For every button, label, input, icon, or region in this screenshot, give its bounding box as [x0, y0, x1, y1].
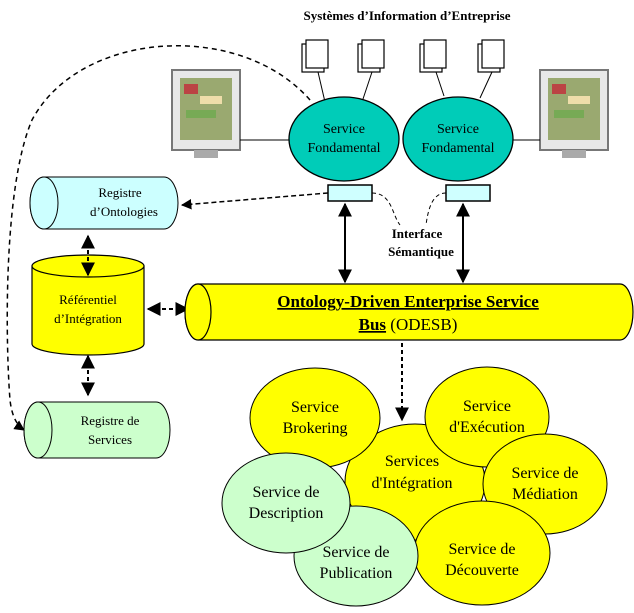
service-registry: Registre de Services: [23, 401, 171, 459]
ontology-registry: Registre d’Ontologies: [29, 176, 179, 230]
services-integration-label: d'Intégration: [371, 475, 452, 492]
fundamental-service-label: Fondamental: [307, 141, 380, 156]
service-cluster: Service Brokering Service d'Exécution Se…: [221, 366, 608, 607]
semantic-interface-connector: [445, 184, 491, 202]
fundamental-service-registry-link: [6, 45, 311, 431]
service-mediation-label: Médiation: [512, 486, 578, 503]
integration-repository: Référentiel d’Intégration: [31, 254, 145, 356]
service-description-label: Description: [249, 505, 324, 522]
server-icon: [419, 39, 447, 73]
semantic-interface-label: Sémantique: [388, 244, 454, 259]
odesb-bus-word: Bus: [359, 315, 387, 334]
fundamental-service-1: Service Fondamental: [240, 96, 400, 182]
service-discovery-label: Service de: [448, 541, 515, 558]
server-connectors: [317, 71, 493, 103]
services-integration: Services d'Intégration: [371, 453, 452, 492]
odesb-acronym: (ODESB): [386, 315, 457, 334]
service-publication-label: Service de: [322, 544, 389, 561]
service-discovery: Service de Découverte: [413, 500, 551, 606]
service-execution-label: d'Exécution: [449, 419, 525, 436]
fundamental-service-2: Service Fondamental: [402, 96, 540, 182]
service-publication-label: Publication: [320, 565, 393, 582]
semantic-interface-dashed-link: [425, 192, 447, 226]
service-brokering: Service Brokering: [249, 367, 381, 469]
semantic-interface-connector: [327, 184, 373, 202]
semantic-interface-label: Interface: [392, 226, 443, 241]
odesb-subtitle: Bus (ODESB): [359, 315, 458, 334]
server-icon: [357, 39, 385, 73]
service-registry-label: Services: [88, 432, 132, 447]
service-discovery-label: Découverte: [445, 562, 519, 579]
semantic-interface-dashed-link: [371, 192, 401, 226]
title: Systèmes d’Information d’Entreprise: [303, 8, 510, 23]
monitor-icon: [171, 69, 241, 158]
service-description: Service de Description: [221, 452, 351, 554]
odesb-bus: Ontology-Driven Enterprise Service Bus (…: [184, 283, 634, 341]
integration-repository-label: d’Intégration: [54, 311, 122, 326]
ontology-registry-label: d’Ontologies: [90, 204, 158, 219]
monitor-icon: [539, 69, 609, 158]
fundamental-service-label: Fondamental: [421, 141, 494, 156]
service-description-label: Service de: [252, 484, 319, 501]
server-icon: [301, 39, 329, 73]
services-integration-label: Services: [385, 453, 439, 470]
service-registry-label: Registre de: [81, 413, 140, 428]
server-icon: [477, 39, 505, 73]
ontology-registry-label: Registre: [98, 185, 142, 200]
ontology-link-arrow: [180, 192, 329, 210]
integration-repository-label: Référentiel: [59, 292, 117, 307]
odesb-title: Ontology-Driven Enterprise Service: [277, 292, 539, 311]
information-systems: [301, 39, 505, 73]
service-execution-label: Service: [463, 398, 511, 415]
service-mediation-label: Service de: [511, 465, 578, 482]
service-brokering-label: Service: [291, 399, 339, 416]
fundamental-service-label: Service: [437, 122, 479, 137]
fundamental-service-label: Service: [323, 122, 365, 137]
service-brokering-label: Brokering: [283, 420, 348, 437]
